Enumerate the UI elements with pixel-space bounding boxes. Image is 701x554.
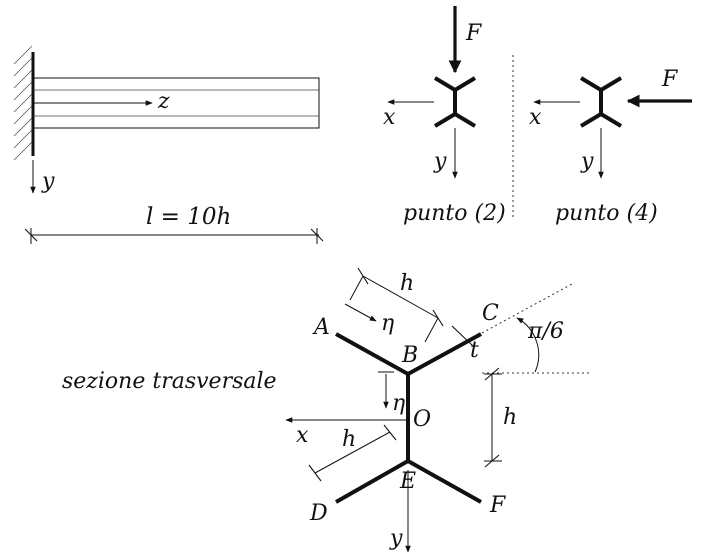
eta-top-arrow — [344, 303, 377, 322]
section-walls — [335, 332, 482, 504]
beam-length-label: l = 10h — [146, 204, 231, 230]
wall-EF — [407, 459, 482, 504]
eta-center-label: η — [392, 391, 405, 416]
cross-section: sezione trasversale h η t π/6 — [62, 267, 592, 553]
label-E: E — [399, 469, 416, 494]
dim-h-right — [484, 367, 502, 468]
point-2-x-label: x — [383, 105, 396, 130]
point-2-detail: F x y punto (2) — [383, 6, 506, 226]
beam-elevation: z y l = 10h — [13, 45, 324, 244]
angle-label: π/6 — [527, 319, 564, 344]
section-x-label: x — [296, 423, 309, 448]
point-4-caption: punto (4) — [555, 201, 658, 226]
thickness-tick — [451, 325, 474, 347]
point-4-x-label: x — [529, 105, 542, 130]
dim-h-right-label: h — [503, 405, 517, 430]
label-D: D — [309, 501, 328, 526]
section-title: sezione trasversale — [62, 369, 277, 394]
angle-arc — [516, 317, 540, 373]
beam-length-dimension — [24, 228, 324, 244]
wall-ED — [335, 459, 409, 504]
label-F: F — [489, 493, 506, 518]
dim-h-left-label: h — [342, 427, 356, 452]
wall-BC — [407, 332, 482, 376]
eta-top-label: η — [381, 311, 394, 336]
thickness-label: t — [470, 338, 479, 363]
point-4-detail: F x y punto (4) — [529, 67, 692, 226]
point-4-y-label: y — [580, 149, 594, 174]
label-A: A — [312, 315, 330, 340]
point-2-section-icon — [433, 76, 477, 128]
point-4-section-icon — [579, 76, 623, 128]
beam-z-label: z — [157, 89, 170, 114]
label-B: B — [401, 343, 418, 368]
dim-h-top-label: h — [400, 271, 414, 296]
point-2-y-label: y — [433, 149, 447, 174]
point-2-force-label: F — [465, 21, 482, 46]
label-C: C — [482, 301, 499, 326]
dim-h-left — [308, 424, 397, 482]
beam-y-label: y — [41, 169, 55, 194]
fixed-support-hatching — [13, 45, 33, 161]
point-2-caption: punto (2) — [403, 201, 506, 226]
dim-h-top — [349, 267, 444, 343]
angle-ref-inclined — [481, 283, 573, 334]
wall-AB — [335, 332, 409, 376]
label-O: O — [413, 407, 431, 432]
point-4-force-label: F — [661, 67, 678, 92]
section-y-label: y — [389, 526, 403, 551]
